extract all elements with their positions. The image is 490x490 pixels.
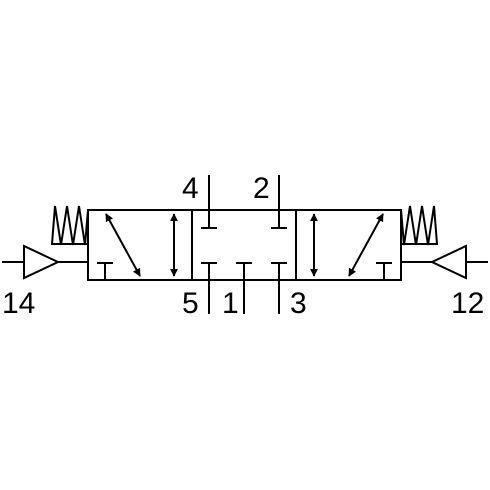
right-actuator: [400, 205, 488, 280]
port-label-4: 4: [182, 172, 199, 205]
left-actuator: [2, 205, 89, 280]
port-label-14: 14: [2, 287, 35, 320]
pilot-triangle-left: [23, 244, 61, 280]
port-labels: 4 2 5 1 3 14 12: [2, 172, 484, 320]
return-spring-left: [50, 205, 89, 246]
right-position-box: [310, 213, 392, 280]
return-spring-right: [400, 205, 439, 246]
port-label-3: 3: [290, 287, 307, 320]
left-position-box: [97, 213, 178, 280]
flow-arrow-diagonal: [105, 213, 141, 277]
port-label-5: 5: [182, 287, 199, 320]
port-label-1: 1: [222, 287, 239, 320]
center-position-box: [201, 210, 287, 280]
port-connections: [208, 175, 280, 314]
port-label-12: 12: [451, 287, 484, 320]
flow-arrow-diagonal: [348, 213, 384, 277]
port-label-2: 2: [253, 172, 270, 205]
pilot-triangle-right: [429, 244, 467, 280]
